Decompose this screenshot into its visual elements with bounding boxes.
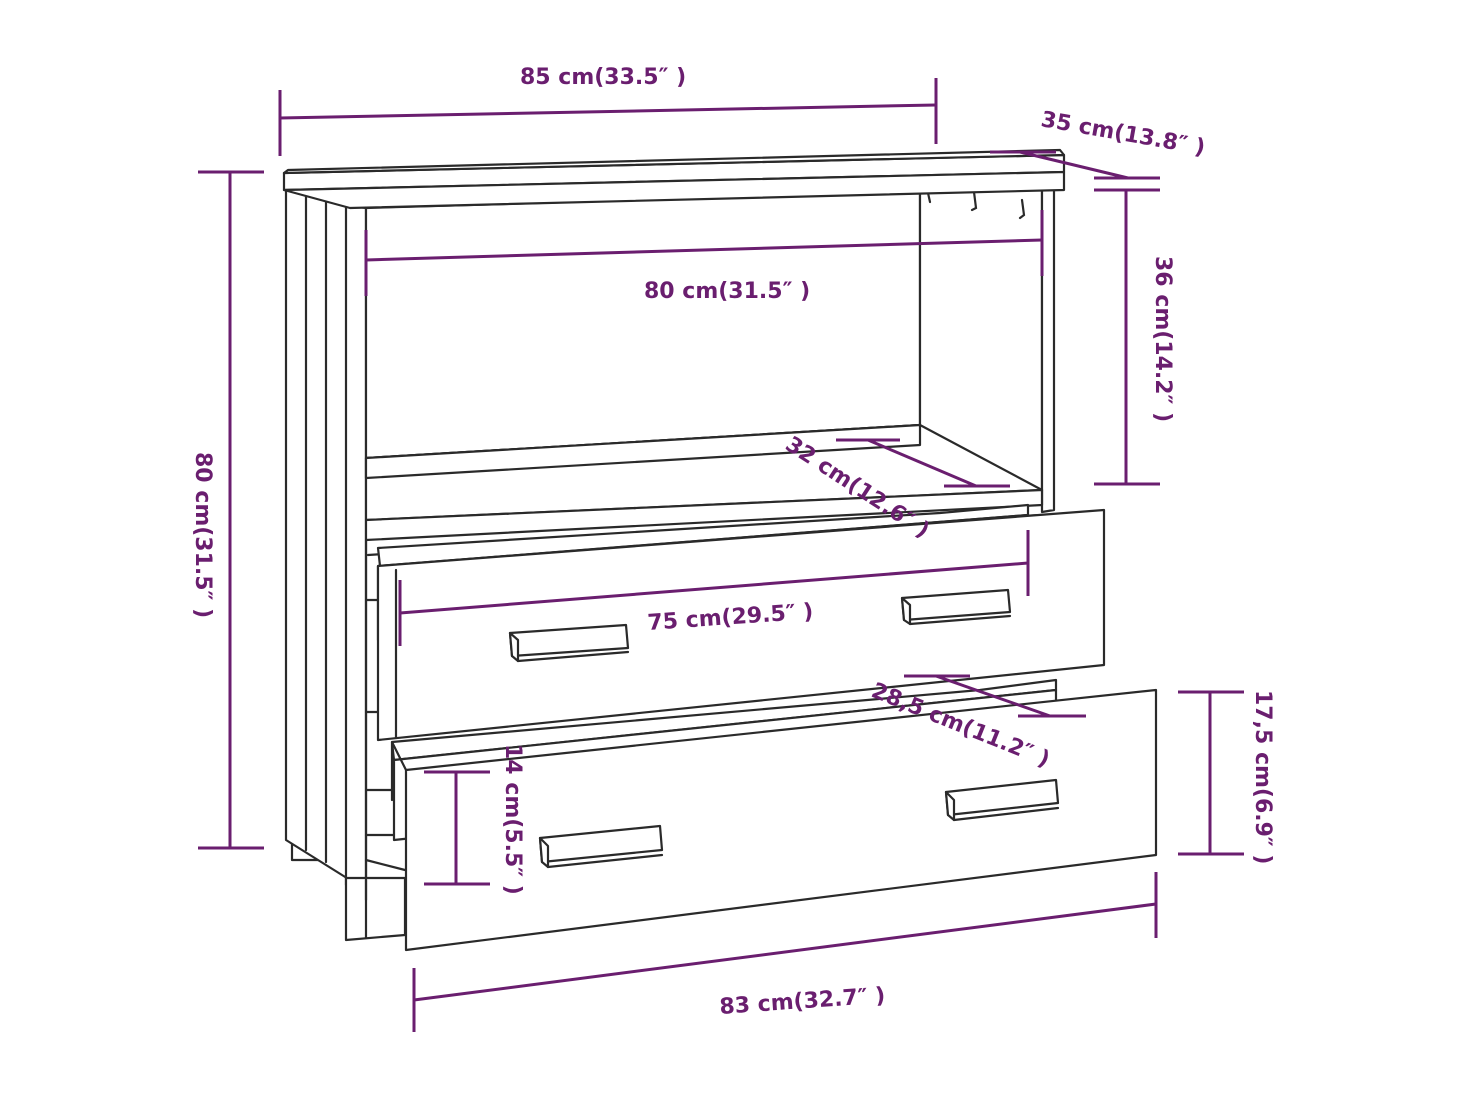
label-inner-width: 80 cm(31.5″ ) (644, 279, 810, 304)
cabinet-right-post (1040, 186, 1056, 514)
upper-drawer-front (376, 508, 1106, 742)
upper-drawer-top-edge (376, 503, 1030, 568)
cabinet-left-side (284, 188, 352, 882)
label-depth-top: 35 cm(13.8″ ) (1039, 107, 1207, 160)
cabinet-front-left-post (344, 203, 368, 897)
cabinet-top-front (282, 170, 1066, 210)
label-drawer-inner-height: 14 cm(5.5″ ) (500, 744, 525, 895)
label-bottom-width: 83 cm(32.7″ ) (719, 983, 886, 1020)
cabinet-front-left-leg (344, 876, 407, 942)
cabinet-shelf-back-edge (364, 423, 922, 480)
cabinet-drawing (282, 148, 1158, 952)
label-total-height: 80 cm(31.5″ ) (190, 452, 215, 618)
lower-drawer-top-edge (390, 678, 1058, 762)
label-top-width: 85 cm(33.5″ ) (520, 65, 686, 90)
dimension-lines (198, 78, 1244, 1032)
lower-drawer-left-handle (538, 824, 664, 869)
cabinet-top-back (282, 148, 1066, 175)
lower-drawer-right-handle (944, 778, 1060, 822)
label-shelf-height: 36 cm(14.2″ ) (1150, 256, 1175, 422)
cabinet-shelf-front-edge (364, 488, 1044, 542)
upper-drawer-left-handle (508, 623, 630, 663)
upper-drawer-right-handle (900, 588, 1012, 626)
cabinet-back-panel (364, 190, 922, 460)
label-drawer-front-height: 17,5 cm(6.9″ ) (1250, 690, 1275, 864)
lower-drawer-front (404, 688, 1158, 952)
